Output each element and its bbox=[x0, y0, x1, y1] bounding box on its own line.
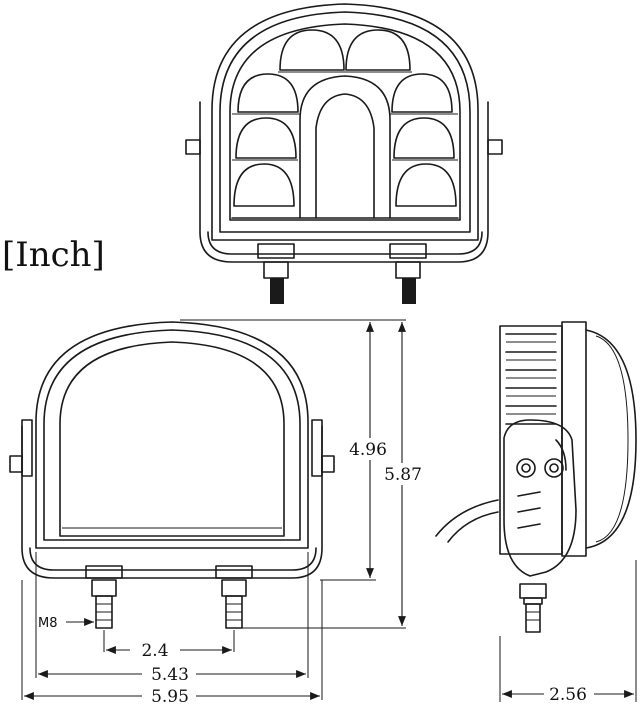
front-view-lens bbox=[9, 321, 335, 629]
dimension-lines bbox=[21, 319, 637, 702]
side-view bbox=[435, 321, 637, 633]
dim-overall-height: 5.87 bbox=[384, 465, 422, 485]
mounting-bolts-top bbox=[257, 243, 427, 304]
dim-lens-height: 4.96 bbox=[349, 440, 387, 460]
unit-label: [Inch] bbox=[2, 235, 105, 275]
dim-depth: 2.56 bbox=[549, 685, 587, 705]
front-view-led bbox=[185, 3, 503, 304]
thread-size-label: M8 bbox=[38, 616, 58, 631]
dim-lens-width: 5.43 bbox=[151, 665, 189, 685]
dim-bolt-spacing: 2.4 bbox=[141, 641, 168, 661]
mounting-bolts-front bbox=[85, 565, 253, 629]
dimension-labels: 2.4 5.43 5.95 4.96 5.87 2.56 M8 bbox=[38, 438, 594, 705]
dim-overall-width: 5.95 bbox=[151, 687, 189, 705]
led-reflectors bbox=[232, 29, 458, 207]
